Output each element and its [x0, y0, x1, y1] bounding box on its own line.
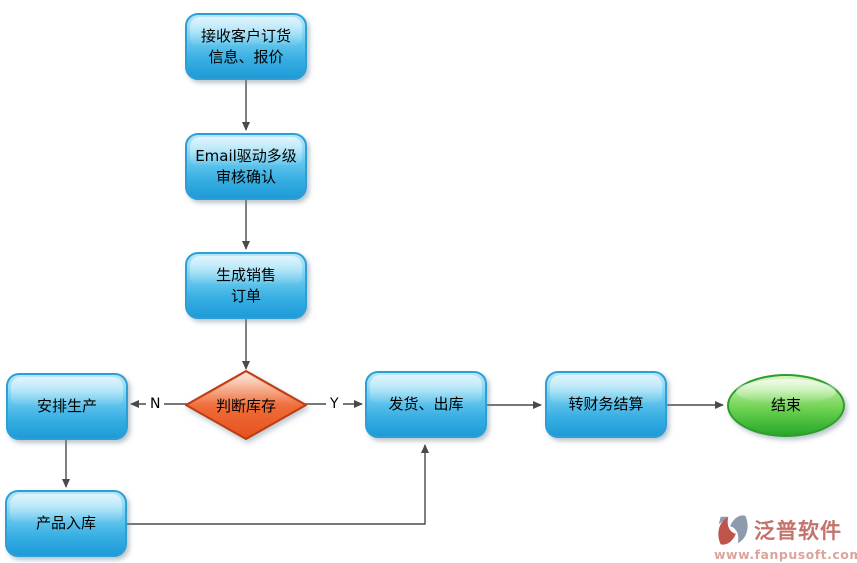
node-end-label: 结束: [770, 396, 801, 414]
node-check-stock-label: 判断库存: [215, 396, 276, 415]
node-email-review-label: Email驱动多级 审核确认: [195, 146, 297, 186]
node-arrange-production-label: 安排生产: [36, 397, 97, 415]
node-ship-out-label: 发货、出库: [388, 395, 464, 413]
node-end: 结束: [727, 374, 845, 437]
node-product-in: 产品入库: [5, 490, 127, 557]
fanpu-logo-icon: [718, 515, 748, 545]
edge-label-yes: Y: [326, 396, 343, 413]
node-finance-settle-label: 转财务结算: [568, 395, 644, 413]
fanpu-watermark: 泛普软件 www.fanpusoft.com: [714, 511, 857, 562]
node-sales-order: 生成销售 订单: [185, 252, 307, 319]
node-product-in-label: 产品入库: [35, 514, 96, 532]
edge-productin-to-ship: [126, 444, 429, 525]
brand-url: www.fanpusoft.com: [714, 547, 857, 562]
node-ship-out: 发货、出库: [365, 371, 487, 438]
node-sales-order-label: 生成销售 订单: [215, 265, 276, 305]
node-receive-order: 接收客户订货 信息、报价: [185, 13, 307, 80]
brand-name: 泛普软件: [754, 519, 842, 543]
node-email-review: Email驱动多级 审核确认: [185, 133, 307, 200]
node-arrange-production: 安排生产: [6, 373, 128, 440]
node-finance-settle: 转财务结算: [545, 371, 667, 438]
node-receive-order-label: 接收客户订货 信息、报价: [200, 26, 291, 66]
decision-diamond-shape: [185, 370, 307, 440]
node-check-stock: 判断库存: [184, 369, 308, 441]
edge-label-no: N: [146, 396, 165, 413]
